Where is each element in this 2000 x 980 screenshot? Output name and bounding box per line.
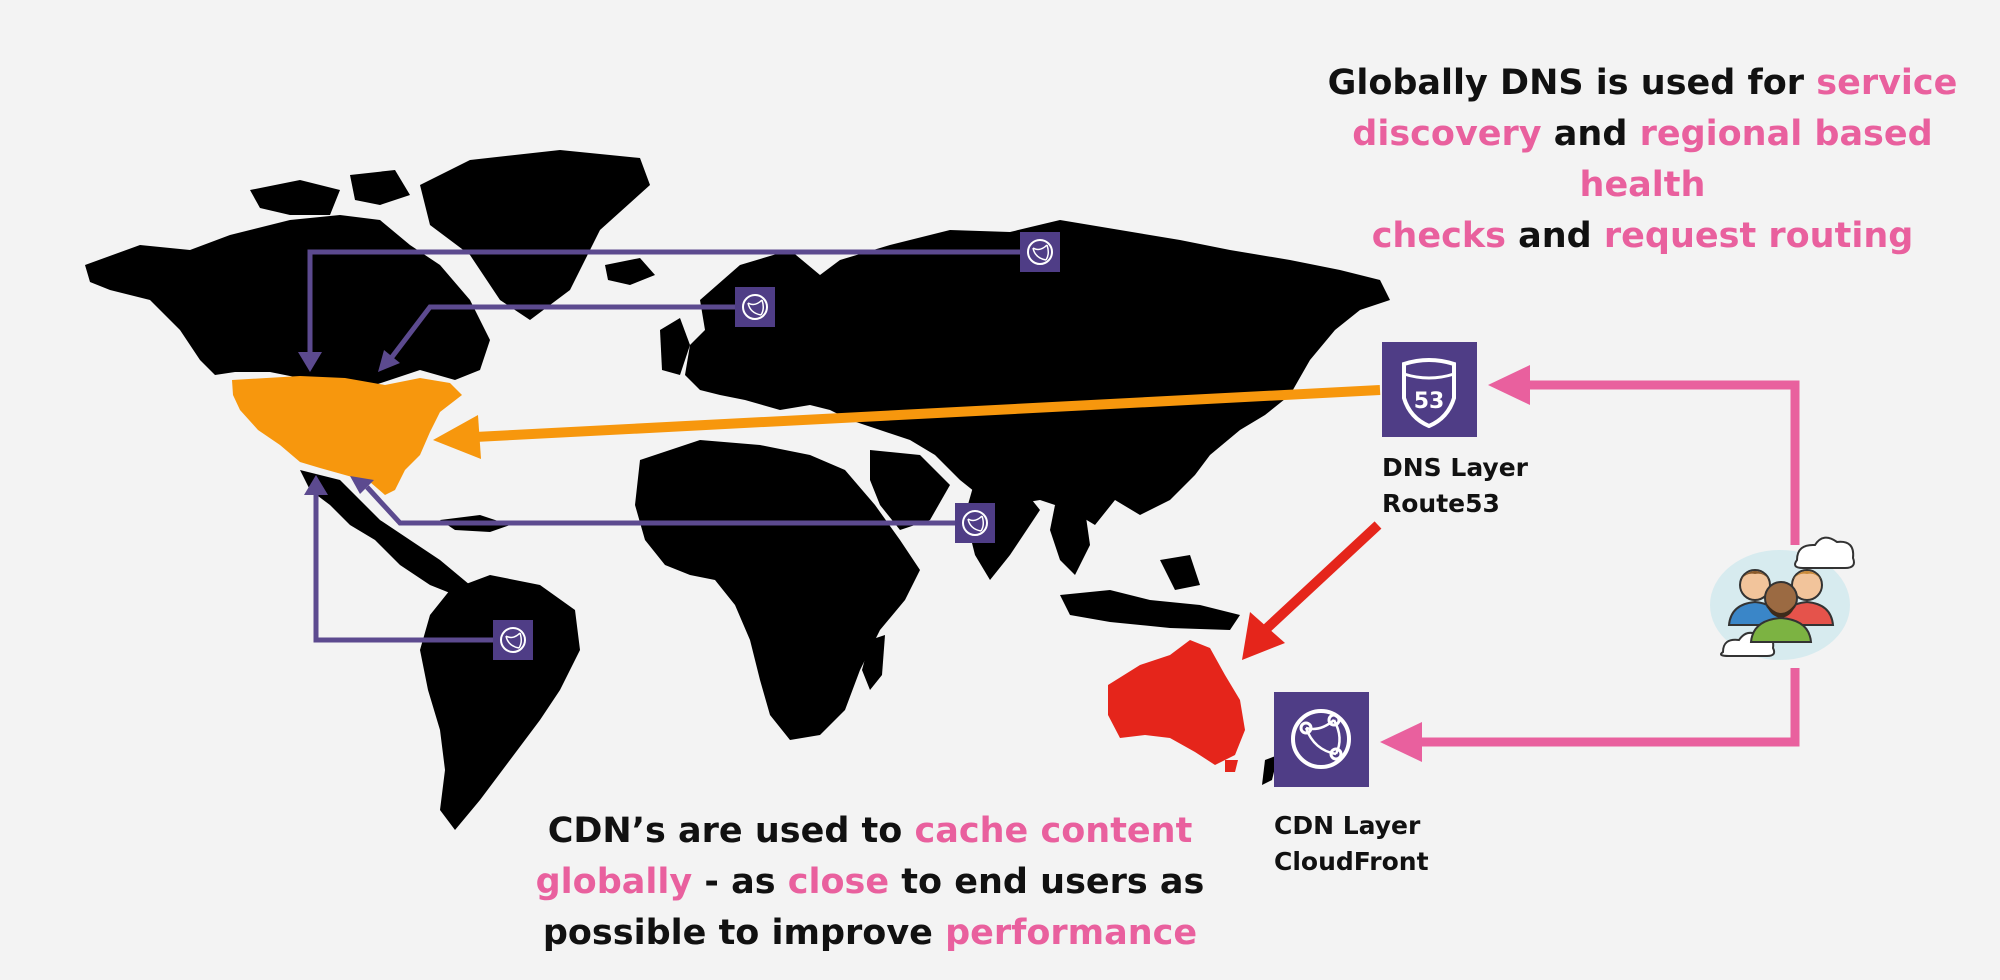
route53-shield-icon: 53	[1382, 342, 1477, 437]
central-america	[300, 470, 470, 595]
highlight-text: close	[787, 862, 890, 902]
arabia	[870, 450, 950, 530]
usa-region	[232, 376, 462, 495]
highlight-text: service	[1816, 63, 1958, 103]
indonesia	[1060, 590, 1240, 630]
cdn-caption-line: possible to improve performance	[530, 908, 1210, 959]
users-routing-arrows	[1420, 380, 1800, 747]
highlight-text: globally	[535, 862, 693, 902]
madagascar	[862, 635, 885, 690]
caption-text: - as	[692, 862, 788, 902]
users-routing-arrowheads	[1380, 365, 1530, 762]
edge-location-globe-icon	[493, 620, 533, 660]
caption-text: possible to improve	[542, 913, 946, 953]
highlight-text: regional based health	[1579, 114, 1933, 205]
dns-to-australia-arrow	[1242, 521, 1382, 660]
africa	[635, 440, 920, 740]
cdn-layer-title: CDN Layer	[1274, 811, 1421, 840]
caption-text: to end users as	[889, 862, 1205, 902]
caption-text: Globally DNS is used for	[1327, 63, 1817, 103]
dns-to-usa-arrow	[433, 385, 1381, 459]
caption-text: and	[1505, 216, 1604, 256]
cdn-layer-label: CDN Layer CloudFront	[1274, 808, 1429, 880]
world-map	[85, 150, 1390, 830]
caption-text: and	[1541, 114, 1640, 154]
dns-layer-title: DNS Layer	[1382, 453, 1528, 482]
caption-text: CDN’s are used to	[547, 811, 915, 851]
route53-badge-text: 53	[1414, 389, 1445, 414]
greenland	[420, 150, 650, 320]
highlight-text: performance	[945, 913, 1198, 953]
highlight-text: request routing	[1603, 216, 1914, 256]
edge-location-globe-icon	[1020, 232, 1060, 272]
dns-caption-line: discovery and regional based health	[1285, 109, 2000, 211]
highlight-text: checks	[1371, 216, 1506, 256]
users-group-icon	[1710, 536, 1855, 660]
edge-location-globe-icon	[735, 287, 775, 327]
dns-caption-line: Globally DNS is used for service	[1285, 58, 2000, 109]
cdn-layer-service: CloudFront	[1274, 847, 1429, 876]
highlight-text: cache content	[914, 811, 1193, 851]
tasmania	[1225, 760, 1238, 772]
edge-arrowheads	[298, 350, 400, 495]
australia-region	[1108, 640, 1245, 765]
edge-location-globe-icon	[955, 503, 995, 543]
dns-layer-label: DNS Layer Route53	[1382, 450, 1528, 522]
north-america-north	[85, 215, 490, 390]
dns-caption-line: checks and request routing	[1285, 211, 2000, 262]
eurasia	[685, 220, 1390, 525]
dns-layer-service: Route53	[1382, 489, 1500, 518]
british-isles	[660, 318, 690, 375]
iceland	[605, 258, 655, 285]
south-america	[420, 575, 580, 830]
edge-connectors	[307, 249, 1020, 643]
cdn-caption-line: globally - as close to end users as	[530, 857, 1210, 908]
cdn-caption-line: CDN’s are used to cache content	[530, 806, 1210, 857]
cloudfront-icon	[1274, 692, 1369, 787]
highlight-text: discovery	[1352, 114, 1542, 154]
arctic-islands	[250, 180, 340, 215]
